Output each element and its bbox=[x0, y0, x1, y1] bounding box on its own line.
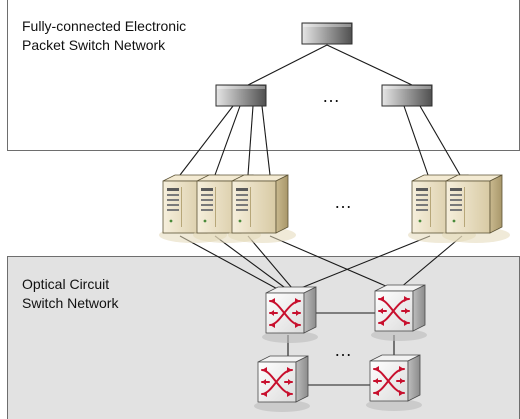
aggregation-packet-switch-left-icon bbox=[215, 84, 267, 107]
packet-network-label: Fully-connected Electronic Packet Switch… bbox=[22, 18, 187, 53]
optical-switch-bottom-left-icon bbox=[253, 355, 311, 413]
packet-switch-links bbox=[247, 44, 413, 86]
optical-network-label: Optical Circuit Switch Network bbox=[22, 276, 119, 311]
core-packet-switch-icon bbox=[301, 22, 353, 45]
aggregation-packet-switch-right-icon bbox=[381, 84, 433, 107]
packet-switch-ellipsis: … bbox=[322, 86, 340, 106]
optical-switch-top-right-icon bbox=[370, 284, 428, 342]
packet-switch-network-region bbox=[7, 0, 520, 151]
server-ellipsis: … bbox=[334, 192, 352, 212]
optical-switch-top-left-icon bbox=[261, 286, 319, 344]
server-3-icon bbox=[227, 174, 297, 244]
optical-switch-bottom-right-icon bbox=[365, 354, 423, 412]
server-uplinks bbox=[179, 105, 461, 176]
optical-switch-ellipsis: … bbox=[334, 340, 352, 360]
server-5-icon bbox=[441, 174, 511, 244]
server-downlinks bbox=[179, 235, 463, 293]
